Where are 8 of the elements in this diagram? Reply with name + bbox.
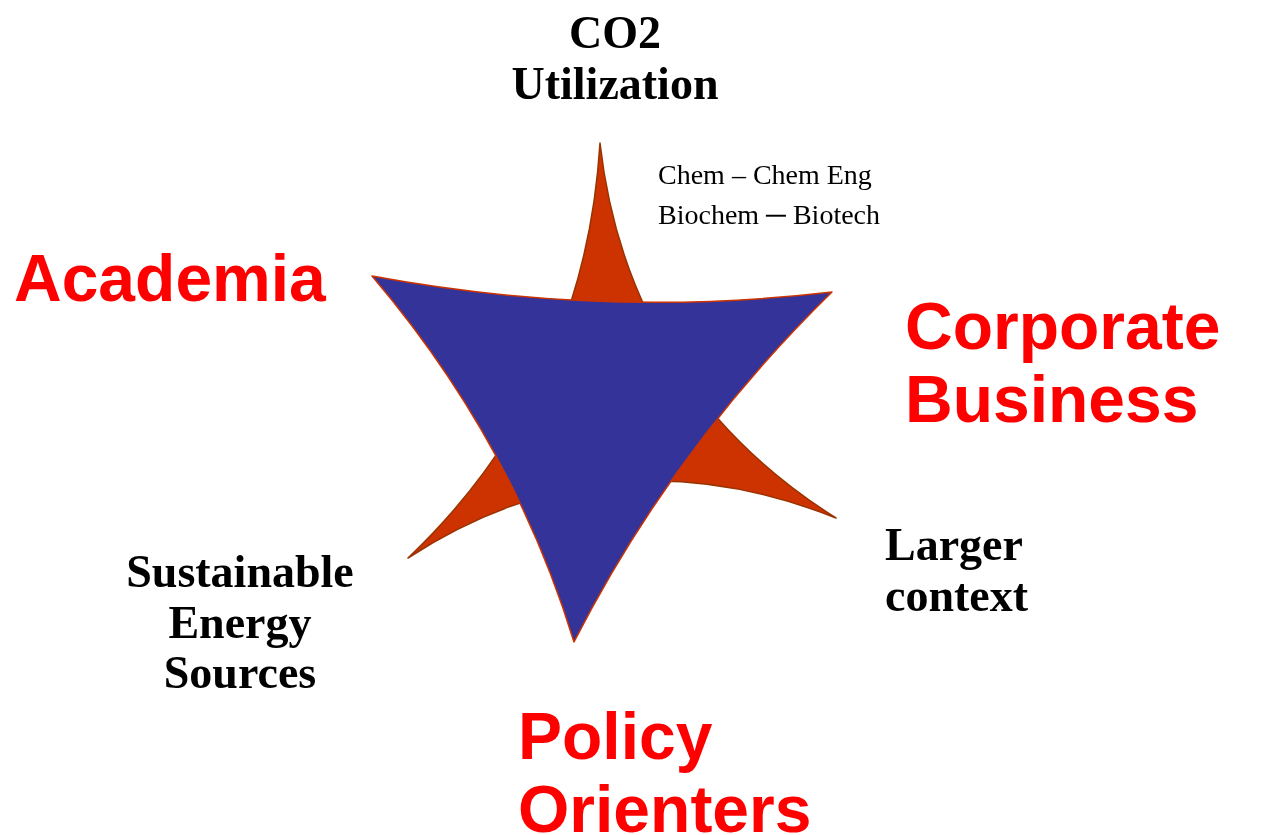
discipline-label: Chem – Chem Eng: [658, 160, 872, 191]
topic-label: CO2 Utilization: [510, 8, 720, 110]
topic-label: Sustainable Energy Sources: [125, 547, 355, 699]
stakeholder-label: Corporate Business: [905, 290, 1222, 436]
stakeholder-label: Academia: [14, 242, 326, 315]
discipline-label: Biochem ─ Biotech: [658, 200, 881, 231]
stakeholder-label: Policy Orienters: [518, 700, 813, 835]
topic-label: Larger context: [885, 520, 1030, 622]
